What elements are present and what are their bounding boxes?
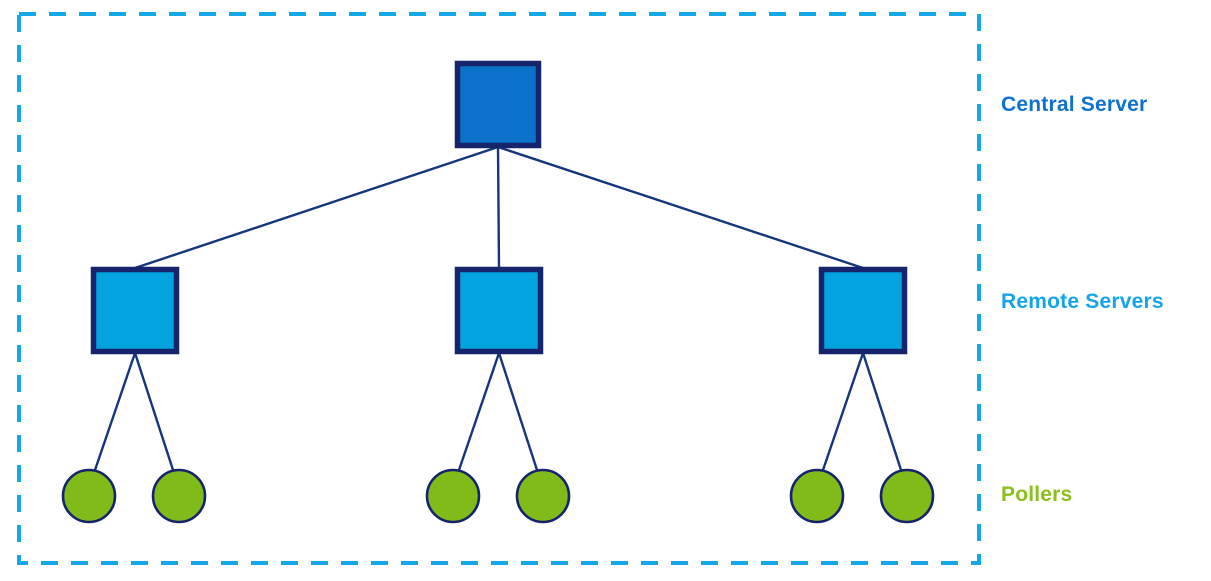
link-central-to-remote-1 [134, 145, 499, 270]
node-central-server[interactable] [454, 60, 542, 149]
node-poller-4[interactable] [515, 468, 571, 524]
node-remote-server-3[interactable] [818, 266, 908, 355]
link-group-remote-to-pollers [93, 352, 903, 471]
link-remote-1-to-poller-2 [133, 352, 175, 471]
boundary-dashed-rect [17, 12, 981, 565]
link-remote-2-to-poller-4 [497, 352, 539, 471]
node-poller-6[interactable] [879, 468, 935, 524]
node-remote-server-2[interactable] [454, 266, 544, 355]
node-remote-server-1[interactable] [90, 266, 180, 355]
link-central-to-remote-3 [497, 145, 864, 270]
link-remote-2-to-poller-3 [457, 352, 501, 471]
legend-label-remote-servers: Remote Servers [1001, 290, 1164, 313]
link-central-to-remote-2 [496, 146, 501, 269]
legend-label-central-server: Central Server [1001, 93, 1148, 116]
node-poller-1[interactable] [61, 468, 117, 524]
legend-label-pollers: Pollers [1001, 483, 1073, 506]
link-remote-3-to-poller-5 [821, 352, 865, 471]
node-poller-3[interactable] [425, 468, 481, 524]
node-poller-5[interactable] [789, 468, 845, 524]
node-poller-2[interactable] [151, 468, 207, 524]
link-remote-3-to-poller-6 [861, 352, 903, 471]
link-group-central-to-remote [134, 145, 864, 270]
link-remote-1-to-poller-1 [93, 352, 137, 471]
